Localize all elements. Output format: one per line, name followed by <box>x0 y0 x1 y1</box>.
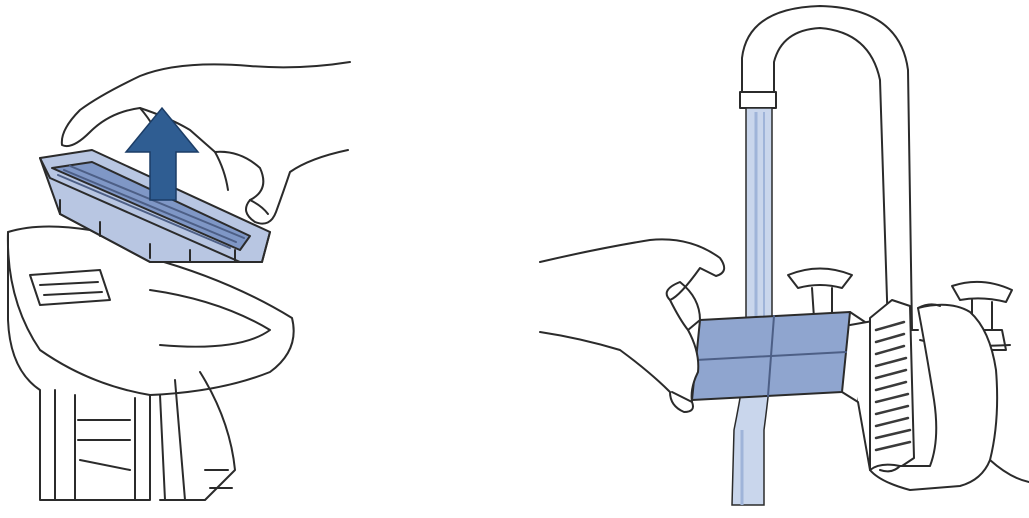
filter-cartridge <box>39 149 271 263</box>
panel-rinse-filter <box>520 0 1029 518</box>
filter-rinsed <box>691 311 899 471</box>
water-stream <box>731 107 773 506</box>
rinse-filter-illustration <box>539 5 1029 506</box>
hand-right <box>869 303 1029 491</box>
dust-cup <box>6 225 295 501</box>
pleated-filter-element <box>869 299 915 471</box>
panel-remove-filter <box>0 0 360 518</box>
up-arrow-icon <box>124 106 200 201</box>
hand-left <box>539 238 726 413</box>
faucet <box>739 5 919 331</box>
remove-filter-illustration <box>6 61 351 501</box>
